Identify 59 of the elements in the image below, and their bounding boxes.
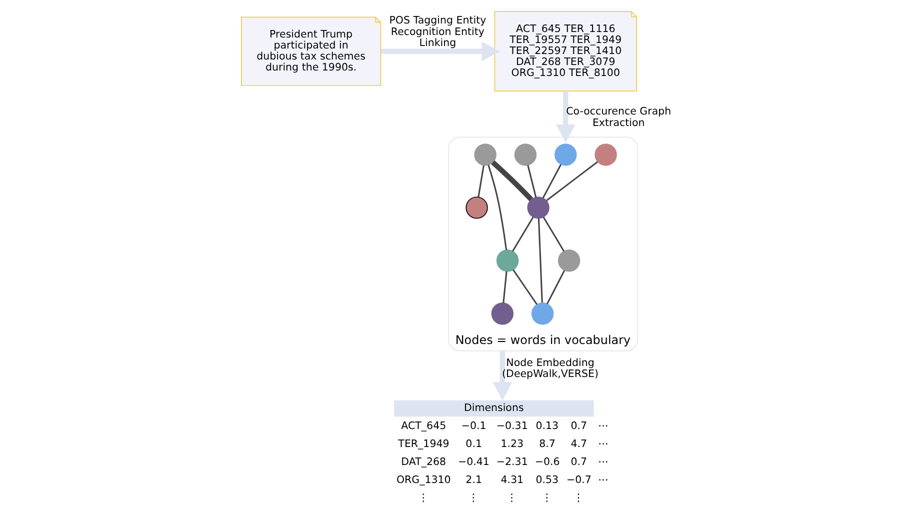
edge-label: Co-occurence Graph Extraction xyxy=(566,106,671,129)
node-label: −2.31 xyxy=(496,456,528,468)
node-label: −0.7 xyxy=(566,474,591,486)
node-label: TER_1949 xyxy=(398,438,449,450)
connector xyxy=(546,161,598,202)
node-label: 4.7 xyxy=(570,438,587,450)
connector xyxy=(512,269,537,305)
node-label: 0.53 xyxy=(535,474,558,486)
connector xyxy=(487,164,507,250)
node-circle xyxy=(496,250,518,272)
node-label: ⋮ xyxy=(506,492,516,504)
node-label: −0.31 xyxy=(496,420,528,432)
node-label: ⋮ xyxy=(541,492,552,504)
connector xyxy=(537,218,542,303)
node-label: ⋯ xyxy=(598,456,608,468)
node-label: ⋮ xyxy=(418,492,428,504)
node-circle xyxy=(530,302,554,325)
cluster: Nodes = words in vocabulary xyxy=(448,136,638,352)
node-label: 2.1 xyxy=(465,474,482,486)
node-label: 4.31 xyxy=(500,474,524,486)
node-circle xyxy=(594,144,616,166)
connector xyxy=(542,216,564,252)
node-label: −0.6 xyxy=(534,456,560,468)
arrow xyxy=(556,91,575,143)
node-circle xyxy=(514,144,536,166)
node-label: ⋯ xyxy=(598,438,608,450)
node-label: 1.23 xyxy=(500,438,524,450)
arrow xyxy=(380,42,500,61)
connector xyxy=(512,216,534,252)
connector xyxy=(477,165,484,198)
connector xyxy=(526,165,536,198)
edge-label: Node Embedding (DeepWalk,VERSE) xyxy=(502,356,598,380)
node-label: ORG_1310 xyxy=(396,474,450,486)
node-label: 0.7 xyxy=(570,456,587,468)
node-label: DAT_268 xyxy=(400,456,446,468)
node-circle xyxy=(526,196,549,219)
connector xyxy=(542,164,562,198)
node-label: −0.41 xyxy=(457,456,489,468)
node-label: ⋯ xyxy=(598,420,608,432)
node-circle xyxy=(557,250,580,272)
node-label: ACT_645 xyxy=(400,420,446,432)
node-label: 8.7 xyxy=(538,438,555,450)
node-circle xyxy=(554,144,576,166)
connector xyxy=(502,271,507,303)
node-box: Dimensions xyxy=(393,400,594,417)
node-label: ⋯ xyxy=(598,474,608,486)
node-circle xyxy=(490,302,514,325)
node-label: 0.13 xyxy=(535,420,558,432)
node-label: 0.1 xyxy=(465,438,482,450)
node-circle xyxy=(474,144,496,166)
node-label: ⋮ xyxy=(572,492,584,504)
arrow xyxy=(492,350,512,400)
node-label: −0.1 xyxy=(460,420,486,432)
connector xyxy=(546,270,565,304)
node-circle xyxy=(465,196,488,219)
edge-label: POS Tagging Entity Recognition Entity Linking xyxy=(388,14,486,49)
node-label: 0.7 xyxy=(570,420,587,432)
connector xyxy=(490,160,533,202)
node-label: ⋮ xyxy=(468,492,478,504)
